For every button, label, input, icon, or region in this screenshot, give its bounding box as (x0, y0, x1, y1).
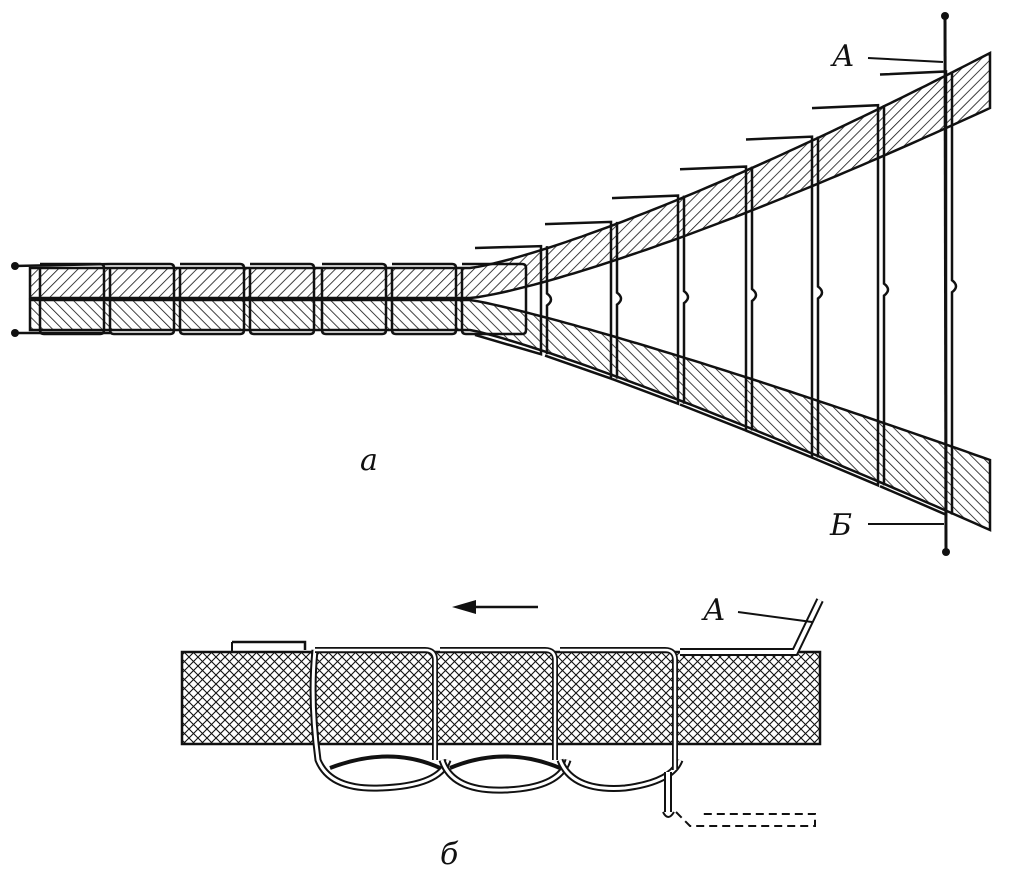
stitch-loops (38, 70, 958, 517)
left-binding-wires (11, 262, 111, 337)
callout-a-top: А (830, 39, 944, 74)
callout-b-bottom: Б (829, 508, 944, 543)
stitch-loop-8 (474, 244, 553, 356)
stitch-loop-7 (460, 262, 528, 336)
figure-b: А б (180, 593, 824, 872)
thread-tail-a: А (680, 593, 824, 656)
callout-b-label: Б (829, 508, 852, 543)
stitch-loop-11 (679, 165, 758, 433)
figure-a-label: а (360, 443, 378, 478)
dashed-continuation (675, 811, 816, 827)
figure-a: А Б а (11, 12, 992, 556)
top-thread-left (232, 640, 307, 650)
stitch-loop-4 (248, 262, 316, 336)
stitch-loop-10 (611, 194, 690, 406)
mesh-strip (180, 650, 822, 746)
stitch-loop-3 (178, 262, 246, 336)
figure-b-callout-label: А (701, 593, 726, 628)
lower-band (28, 298, 992, 532)
figure-b-label: б (440, 837, 459, 872)
stitch-loop-2 (108, 262, 176, 336)
figure-b-stitches (309, 647, 684, 818)
upper-band (28, 50, 992, 300)
callout-a-label: А (830, 39, 855, 74)
stitch-loop-13 (811, 103, 890, 488)
stitch-loop-12 (745, 135, 824, 460)
stitch-loop-5 (320, 262, 388, 336)
stitch-loop-9 (544, 220, 623, 381)
needle-rod (941, 12, 950, 556)
stitch-loop-6 (390, 262, 458, 336)
direction-arrow (452, 600, 538, 614)
